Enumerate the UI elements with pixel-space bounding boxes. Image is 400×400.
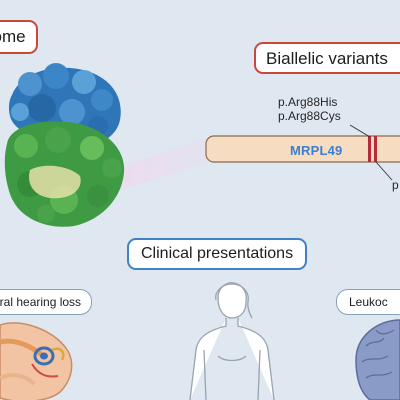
gene-label: MRPL49 (290, 143, 343, 158)
variant-pointer-line (349, 124, 371, 138)
gene-bar (205, 135, 400, 163)
leukodystrophy-box: Leukoc (336, 289, 400, 315)
biallelic-variants-title: Biallelic variants (266, 49, 388, 68)
variant-marker-2 (374, 136, 377, 162)
ribosome-small-subunit (4, 121, 125, 227)
hearing-loss-label: ural hearing loss (0, 295, 82, 309)
variant-label-third: p (392, 178, 399, 192)
variant-pointer-line-lower (375, 161, 393, 181)
ear-illustration (0, 322, 73, 400)
mitoribosome-title-box: some (0, 20, 38, 54)
person-illustration (189, 282, 275, 400)
variant-label-arg88cys: p.Arg88Cys (278, 109, 341, 123)
variant-label-arg88his: p.Arg88His (278, 95, 338, 109)
clinical-presentations-title: Clinical presentations (141, 245, 294, 262)
variant-marker-1 (368, 136, 371, 162)
clinical-presentations-box: Clinical presentations (127, 238, 308, 270)
mitoribosome-title: some (0, 27, 26, 46)
biallelic-variants-box: Biallelic variants (254, 42, 400, 74)
brain-illustration (355, 319, 400, 400)
leukodystrophy-label: Leukoc (349, 295, 388, 309)
hearing-loss-box: ural hearing loss (0, 289, 93, 315)
